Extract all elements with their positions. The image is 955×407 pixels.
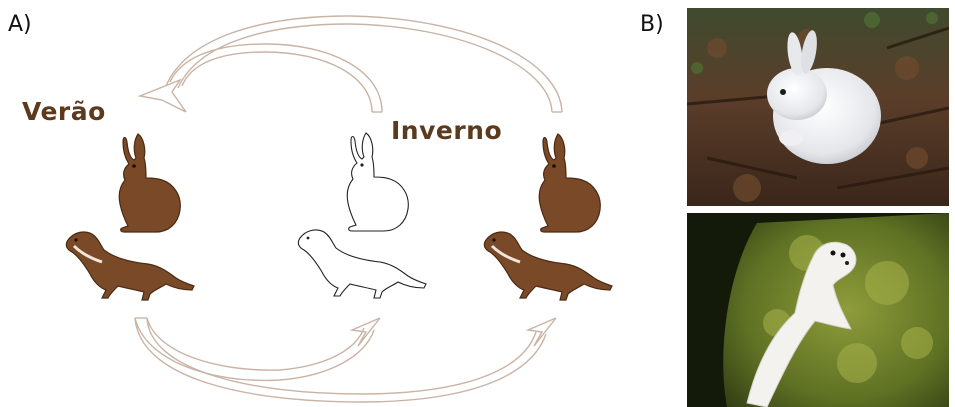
summer-hare-right-icon [539,134,600,232]
bottom-arrow-inner-inner-line [147,318,364,370]
bottom-arrow-inner [135,318,374,380]
top-arrow-inner [170,44,382,112]
top-arrow-inner-inner-line [182,52,372,112]
winter-hare-icon [347,133,408,231]
top-arrow-outer [166,16,562,112]
bottom-arrow-outer [135,318,546,402]
panel-a-label: A) [8,12,32,37]
winter-hare-photo [687,8,949,206]
summer-hare-icon [119,134,180,232]
panel-b-label: B) [640,12,664,37]
summer-stoat-icon [66,232,194,300]
summer-stoat-right-icon [484,232,612,300]
bottom-curved-arrows [135,318,556,402]
top-curved-arrows [140,16,562,112]
top-arrow-outer-inner-line [178,24,552,112]
summer-label: Verão [22,97,106,126]
winter-label: Inverno [391,116,502,145]
winter-stoat-photo [687,213,949,407]
winter-stoat-icon [298,230,426,298]
